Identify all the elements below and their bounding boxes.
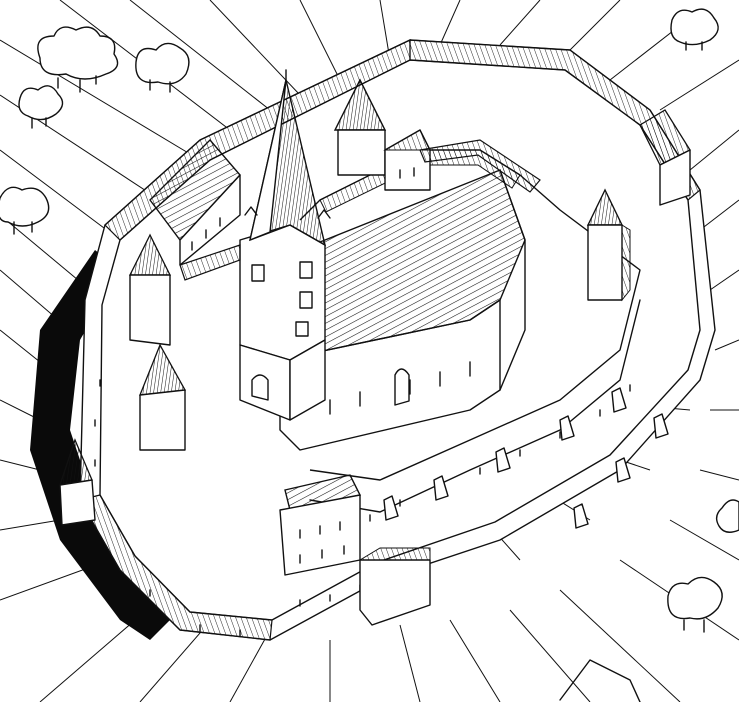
tree-icon [37,26,119,93]
gate-tower-icon [333,78,431,191]
church-tower-icon [239,69,331,421]
south-gatehouse [279,474,431,626]
tree-icon [667,576,723,633]
tree-icon [670,8,719,51]
left-building [149,138,241,266]
right-tower [586,188,631,302]
tree-icon [0,186,50,235]
church-nave [279,169,526,451]
walkway [179,139,541,281]
buttresses [383,387,669,529]
rock [559,659,641,702]
tree-icon [715,499,739,533]
ne-tower [639,109,691,206]
left-tower [59,233,187,526]
tree-icon [135,42,190,93]
tree-icon [18,85,64,129]
